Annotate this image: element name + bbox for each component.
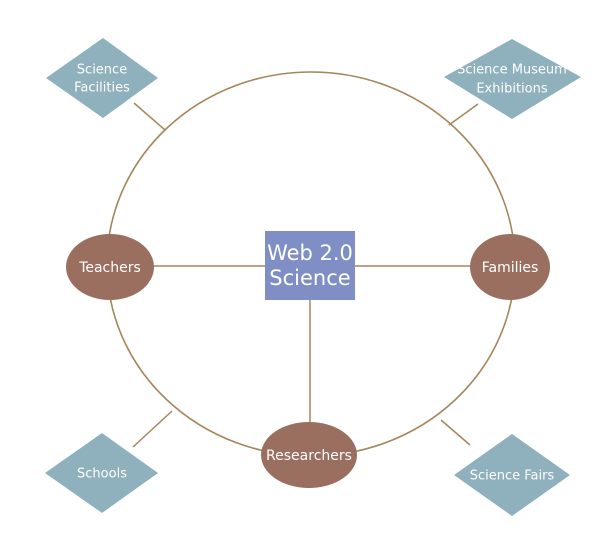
families-label: Families <box>482 260 539 276</box>
node-researchers: Researchers <box>261 422 357 488</box>
center-label-line2: Science <box>269 266 350 290</box>
node-science-fairs: Science Fairs <box>454 434 570 516</box>
researchers-label: Researchers <box>266 448 352 464</box>
node-science-museum-exhibitions: Science Museum Exhibitions <box>444 39 581 119</box>
schools-diamond <box>45 433 158 513</box>
science-fairs-diamond <box>454 434 570 516</box>
science-facilities-diamond <box>46 38 158 118</box>
science-facilities-label-line1: Science <box>77 63 127 78</box>
connector-science-fairs <box>440 419 471 446</box>
science-museum-exhibitions-label-line2: Exhibitions <box>476 82 548 97</box>
science-museum-exhibitions-diamond <box>444 39 581 119</box>
teachers-label: Teachers <box>78 260 141 276</box>
families-ellipse <box>470 234 550 300</box>
science-museum-exhibitions-label-line1: Science Museum <box>457 63 567 78</box>
science-fairs-label: Science Fairs <box>470 469 555 484</box>
connector-schools <box>132 410 173 448</box>
node-schools: Schools <box>45 433 158 513</box>
science-facilities-label-line2: Facilities <box>74 81 130 96</box>
center-label-line1: Web 2.0 <box>267 241 353 265</box>
center-box <box>265 231 355 300</box>
node-teachers: Teachers <box>66 234 154 300</box>
center-node: Web 2.0 Science <box>265 231 355 300</box>
connector-science-museum-exhibitions <box>448 103 479 126</box>
teachers-ellipse <box>66 234 154 300</box>
node-families: Families <box>470 234 550 300</box>
connector-science-facilities <box>133 102 166 131</box>
schools-label: Schools <box>77 467 127 482</box>
node-science-facilities: Science Facilities <box>46 38 158 118</box>
researchers-ellipse <box>261 422 357 488</box>
connectors <box>132 102 479 448</box>
